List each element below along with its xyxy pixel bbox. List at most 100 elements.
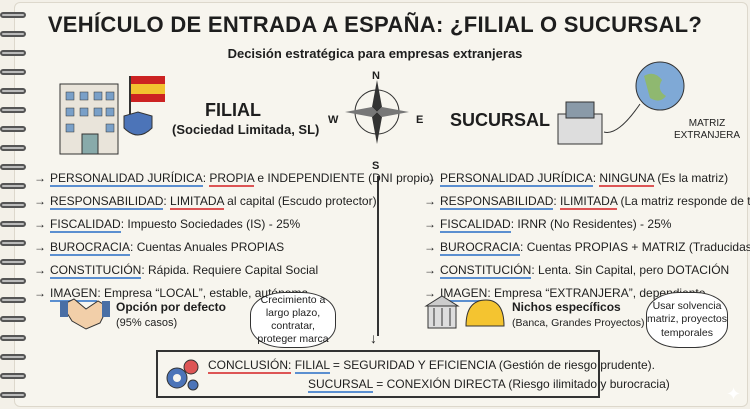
sucursal-row: →FISCALIDAD: IRNR (No Residentes) - 25% xyxy=(424,217,672,233)
row-text: Empresa “EXTRANJERA”, dependiente xyxy=(494,286,706,300)
sucursal-row: →PERSONALIDAD JURÍDICA: NINGUNA (Es la m… xyxy=(424,171,729,187)
spiral-ring xyxy=(0,297,26,303)
row-key: CONSTITUCIÓN xyxy=(440,263,532,279)
arrow-icon: → xyxy=(34,286,46,300)
filial-option-sub: (95% casos) xyxy=(116,317,178,329)
sucursal-row: →IMAGEN: Empresa “EXTRANJERA”, dependien… xyxy=(424,286,706,302)
spiral-ring xyxy=(0,259,26,265)
spiral-ring xyxy=(0,107,26,113)
row-key: PERSONALIDAD JURÍDICA xyxy=(440,171,593,187)
spiral-ring xyxy=(0,126,26,132)
divider-arrow-icon: ↓ xyxy=(370,330,377,346)
arrow-icon: → xyxy=(34,240,46,254)
spiral-ring xyxy=(0,31,26,37)
sucursal-option-title: Nichos específicos xyxy=(512,300,621,314)
filial-row: →CONSTITUCIÓN: Rápida. Requiere Capital … xyxy=(34,263,319,279)
sucursal-title: SUCURSAL xyxy=(450,110,551,130)
divider-line xyxy=(377,176,379,336)
sucursal-option-sub: (Banca, Grandes Proyectos) xyxy=(512,317,645,329)
compass-n: N xyxy=(372,70,380,82)
spiral-ring xyxy=(0,221,26,227)
sparkle-icon: ✦ xyxy=(726,384,742,404)
row-key: FISCALIDAD xyxy=(440,217,511,233)
row-text: Rápida. Requiere Capital Social xyxy=(148,263,319,277)
row-text: (Es la matriz) xyxy=(654,171,729,185)
arrow-icon: → xyxy=(34,194,46,208)
arrow-icon: → xyxy=(424,194,436,208)
row-text: Cuentas Anuales PROPIAS xyxy=(136,240,285,254)
arrow-icon: → xyxy=(424,171,436,185)
matriz-label: MATRIZ EXTRANJERA xyxy=(673,118,741,141)
row-key: FISCALIDAD xyxy=(50,217,121,233)
row-key: RESPONSABILIDAD xyxy=(440,194,554,210)
page-subtitle: Decisión estratégica para empresas extra… xyxy=(227,46,523,61)
spiral-ring xyxy=(0,278,26,284)
row-text: e INDEPENDIENTE (DNI propio) xyxy=(254,171,434,185)
row-text: Impuesto Sociedades (IS) - 25% xyxy=(127,217,301,231)
conclusion-label: CONCLUSIÓN: xyxy=(208,358,292,374)
building-flag-icon xyxy=(59,76,165,155)
spiral-ring xyxy=(0,183,26,189)
arrow-icon: → xyxy=(424,240,436,254)
spiral-ring xyxy=(0,69,26,75)
filial-title: FILIAL xyxy=(205,100,261,120)
row-key: CONSTITUCIÓN xyxy=(50,263,142,279)
row-text: Lenta. Sin Capital, pero DOTACIÓN xyxy=(538,263,730,277)
conclusion-box: CONCLUSIÓN: FILIAL = SEGURIDAD Y EFICIEN… xyxy=(156,350,670,398)
notebook-page xyxy=(14,2,748,407)
handshake-icon xyxy=(60,298,110,330)
gears-icon xyxy=(166,359,199,391)
filial-row: →FISCALIDAD: Impuesto Sociedades (IS) - … xyxy=(34,217,301,233)
row-highlight: ILIMITADA xyxy=(560,194,618,210)
sucursal-thought-cloud: Usar solvencia matriz, proyectos tempora… xyxy=(646,292,728,348)
row-key: BUROCRACIA xyxy=(50,240,131,256)
spiral-ring xyxy=(0,50,26,56)
spiral-ring xyxy=(0,240,26,246)
row-key: BUROCRACIA xyxy=(440,240,521,256)
compass-s: S xyxy=(372,160,380,172)
spiral-ring xyxy=(0,88,26,94)
filial-subtitle: (Sociedad Limitada, SL) xyxy=(172,122,320,137)
filial-thought-cloud: Crecimiento a largo plazo, contratar, pr… xyxy=(250,292,336,348)
spiral-ring xyxy=(0,164,26,170)
filial-row: →RESPONSABILIDAD: LIMITADA al capital (E… xyxy=(34,194,377,210)
conclusion-sucursal-text: = CONEXIÓN DIRECTA (Riesgo ilimitado y b… xyxy=(372,377,670,391)
arrow-icon: → xyxy=(34,217,46,231)
sucursal-row: →BUROCRACIA: Cuentas PROPIAS + MATRIZ (T… xyxy=(424,240,750,256)
spiral-ring xyxy=(0,202,26,208)
filial-row: →BUROCRACIA: Cuentas Anuales PROPIAS xyxy=(34,240,285,256)
conclusion-filial: FILIAL xyxy=(294,358,330,374)
row-text: IRNR (No Residentes) - 25% xyxy=(517,217,672,231)
row-highlight: LIMITADA xyxy=(170,194,224,210)
spiral-ring xyxy=(0,145,26,151)
conclusion-sucursal: SUCURSAL xyxy=(308,377,373,393)
spiral-ring xyxy=(0,392,26,398)
row-text: al capital (Escudo protector) xyxy=(223,194,377,208)
bank-helmet-icon xyxy=(424,295,505,329)
arrow-icon: → xyxy=(424,286,436,300)
page-title: VEHÍCULO DE ENTRADA A ESPAÑA: ¿FILIAL O … xyxy=(47,12,703,37)
compass-rose-icon xyxy=(345,80,409,144)
row-text: Cuentas PROPIAS + MATRIZ (Traducidas) xyxy=(526,240,750,254)
compass-w: W xyxy=(328,114,339,126)
spiral-ring xyxy=(0,354,26,360)
sucursal-row: →RESPONSABILIDAD: ILIMITADA (La matriz r… xyxy=(424,194,750,210)
sucursal-row: →CONSTITUCIÓN: Lenta. Sin Capital, pero … xyxy=(424,263,730,279)
filial-row: →PERSONALIDAD JURÍDICA: PROPIA e INDEPEN… xyxy=(34,171,434,187)
row-key: IMAGEN xyxy=(50,286,98,302)
arrow-icon: → xyxy=(34,263,46,277)
spiral-ring xyxy=(0,12,26,18)
spiral-ring xyxy=(0,316,26,322)
spiral-ring xyxy=(0,373,26,379)
spiral-ring xyxy=(0,335,26,341)
globe-desk-icon xyxy=(557,61,685,145)
row-highlight: NINGUNA xyxy=(599,171,655,187)
compass-e: E xyxy=(416,114,424,126)
arrow-icon: → xyxy=(34,171,46,185)
row-key: PERSONALIDAD JURÍDICA xyxy=(50,171,203,187)
row-key: RESPONSABILIDAD xyxy=(50,194,164,210)
row-text: (La matriz responde de todo) xyxy=(620,194,750,208)
row-key: IMAGEN xyxy=(440,286,488,302)
conclusion-filial-text: = SEGURIDAD Y EFICIENCIA (Gestión de rie… xyxy=(329,358,655,372)
arrow-icon: → xyxy=(424,217,436,231)
